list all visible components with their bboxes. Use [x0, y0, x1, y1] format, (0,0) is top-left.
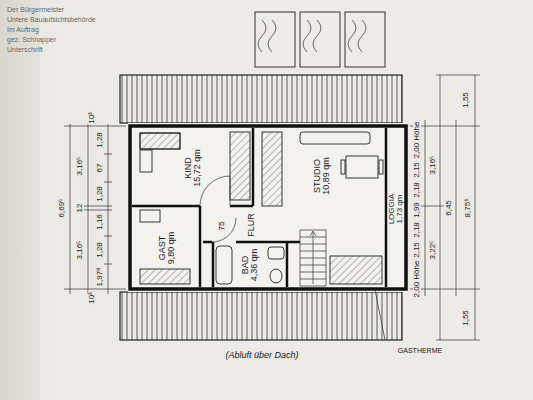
studio-room: STUDIO10,89 qm	[258, 130, 385, 222]
room-area: 9,80 qm	[167, 231, 176, 266]
room-text-group: LOGGIA1,73 qm	[388, 192, 404, 225]
dimension: 10³	[88, 291, 96, 305]
stamp-text: Der Bürgermeister	[6, 6, 65, 13]
dimension: 6,45	[445, 199, 453, 217]
dimension: 2,18	[413, 221, 421, 239]
room-area: 4,36 qm	[250, 248, 259, 283]
room-name: LOGGIA	[388, 192, 396, 225]
room-text-group: BAD4,36 qm	[241, 248, 260, 283]
dimension: 8,75⁶	[464, 198, 472, 219]
dimension: 1,28	[96, 185, 104, 203]
room-text-group: KIND15,72 qm	[184, 148, 203, 188]
room-area: 10,89 qm	[322, 156, 331, 196]
roof-note: (Abluft über Dach)	[224, 351, 299, 360]
dimension: 3,16⁵	[429, 155, 437, 176]
height-note: 2,00 Höhe	[413, 121, 421, 160]
dimension: 1,28	[96, 131, 104, 149]
dimension: 3,16⁵	[76, 240, 84, 261]
room-text-group: GAST9,80 qm	[157, 231, 176, 266]
dimension: 2,15	[413, 241, 421, 259]
dimension: 12	[76, 203, 84, 214]
dimension: 3,16⁵	[76, 156, 84, 177]
room-name: STUDIO	[312, 156, 321, 196]
door-width: 75	[218, 221, 226, 232]
dimension: 2,15	[413, 161, 421, 179]
dimension: 10³	[88, 111, 96, 125]
room-name: KIND	[184, 148, 193, 188]
room-name: BAD	[241, 248, 250, 283]
dimension: 1,28	[96, 241, 104, 259]
room-area: 1,73 qm	[396, 192, 404, 225]
dimension: 1,99	[413, 201, 421, 219]
stamp-text: gez. Schnapper	[6, 36, 57, 43]
room-name: GAST	[157, 231, 166, 266]
dimension: 1,55	[462, 91, 470, 109]
room-name: FLUR	[247, 212, 256, 238]
room-area: 15,72 qm	[193, 148, 202, 188]
stamp-text: Unterschrift	[6, 46, 44, 53]
guest-room: GAST9,80 qm	[134, 209, 199, 287]
dimension: 67	[96, 163, 104, 174]
loggia-room: LOGGIA1,73 qm	[387, 130, 405, 287]
kid-room: KIND15,72 qm	[134, 130, 252, 205]
bath-room: BAD4,36 qm	[214, 243, 286, 287]
room-text-group: STUDIO10,89 qm	[312, 156, 331, 196]
stamp-text: Untere Bauaufsichtsbehörde	[6, 16, 97, 23]
dimension: 3,22⁵	[429, 240, 437, 261]
height-note: 2,00 Höhe	[413, 260, 421, 299]
dimension: 1,97⁸	[96, 267, 104, 288]
room-text-group: FLUR	[247, 212, 256, 238]
dimension: 1,55	[462, 309, 470, 327]
dimension: 1,16	[96, 213, 104, 231]
equipment-note: GASTHERME	[397, 347, 443, 354]
dimension: 6,69⁵	[58, 198, 66, 219]
dimension: 2,18	[413, 181, 421, 199]
stamp-text: Im Auftrag	[6, 26, 40, 33]
